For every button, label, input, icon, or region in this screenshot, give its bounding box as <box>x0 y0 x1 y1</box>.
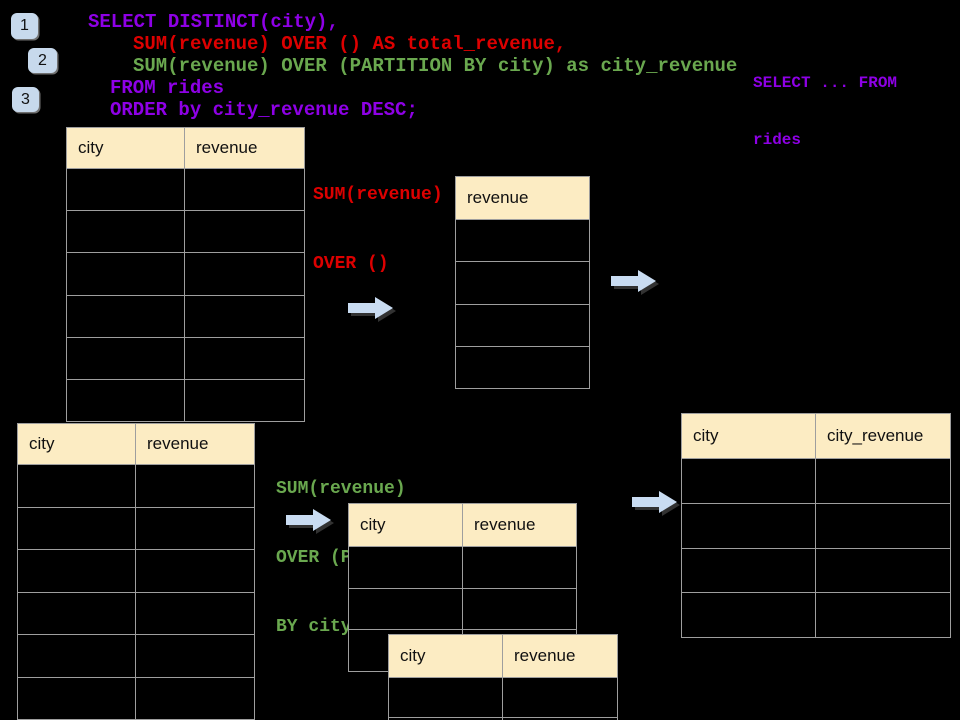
table-row <box>349 588 576 631</box>
table-row <box>67 379 304 422</box>
right-arrow-icon <box>348 297 393 319</box>
table-row <box>456 346 589 389</box>
column-header-revenue: revenue <box>147 434 209 453</box>
table-header-row: city city_revenue <box>682 414 950 459</box>
table-header-row: city revenue <box>18 424 254 465</box>
right-arrow-icon <box>632 491 677 513</box>
side-note: SELECT ... FROM rides <box>753 36 897 188</box>
right-arrow-icon <box>286 509 331 531</box>
sql-line-city-revenue: SUM(revenue) OVER (PARTITION BY city) as… <box>133 55 738 77</box>
step-badge-3: 3 <box>12 87 39 112</box>
column-header-city: city <box>18 424 136 464</box>
column-header-revenue: revenue <box>514 646 576 665</box>
table-row <box>456 304 589 347</box>
right-arrow-icon <box>611 270 656 292</box>
column-header-city: city <box>682 414 816 458</box>
table-result: city city_revenue <box>681 413 951 639</box>
table-row <box>389 678 617 718</box>
column-header-city-revenue: city_revenue <box>827 426 924 445</box>
annotation-total-window: SUM(revenue) OVER () <box>313 138 443 322</box>
table-total-revenue: revenue <box>455 176 590 390</box>
table-row <box>18 507 254 550</box>
table-row <box>682 503 950 549</box>
table-row <box>682 459 950 504</box>
table-row <box>18 677 254 719</box>
table-header-row: revenue <box>456 177 589 220</box>
table-row <box>18 635 254 678</box>
sql-line-total-revenue: SUM(revenue) OVER () AS total_revenue, <box>133 33 567 55</box>
table-row <box>67 337 304 380</box>
annotation-line: OVER () <box>313 254 389 274</box>
table-source-bottom: city revenue <box>17 423 255 720</box>
column-header-city: city <box>349 504 463 546</box>
side-note-line: SELECT ... FROM <box>753 74 898 92</box>
table-partition-second: city revenue <box>388 634 618 720</box>
table-header-row: city revenue <box>389 635 617 678</box>
table-row <box>67 253 304 296</box>
table-row <box>18 550 254 593</box>
table-row <box>18 592 254 635</box>
side-note-line: rides <box>753 131 802 149</box>
table-row <box>682 548 950 594</box>
column-header-revenue: revenue <box>467 188 529 207</box>
column-header-city: city <box>67 128 185 168</box>
table-row <box>456 262 589 305</box>
sql-line-order-by: ORDER by city_revenue DESC; <box>110 99 418 121</box>
column-header-revenue: revenue <box>196 138 258 157</box>
table-row <box>682 593 950 638</box>
step-badge-2: 2 <box>28 48 57 73</box>
table-row <box>389 718 617 720</box>
sql-line-select: SELECT DISTINCT(city), <box>88 11 339 33</box>
table-row <box>349 547 576 589</box>
table-header-row: city revenue <box>67 128 304 169</box>
table-row <box>67 169 304 212</box>
annotation-line: SUM(revenue) <box>276 479 406 499</box>
annotation-line: SUM(revenue) <box>313 185 443 205</box>
sql-line-from: FROM rides <box>110 77 225 99</box>
table-row <box>456 220 589 263</box>
column-header-city: city <box>389 635 503 677</box>
table-row <box>18 465 254 508</box>
table-row <box>67 211 304 254</box>
step-badge-1: 1 <box>11 13 38 39</box>
column-header-revenue: revenue <box>474 515 536 534</box>
table-source-top: city revenue <box>66 127 305 423</box>
table-header-row: city revenue <box>349 504 576 547</box>
table-row <box>67 295 304 338</box>
